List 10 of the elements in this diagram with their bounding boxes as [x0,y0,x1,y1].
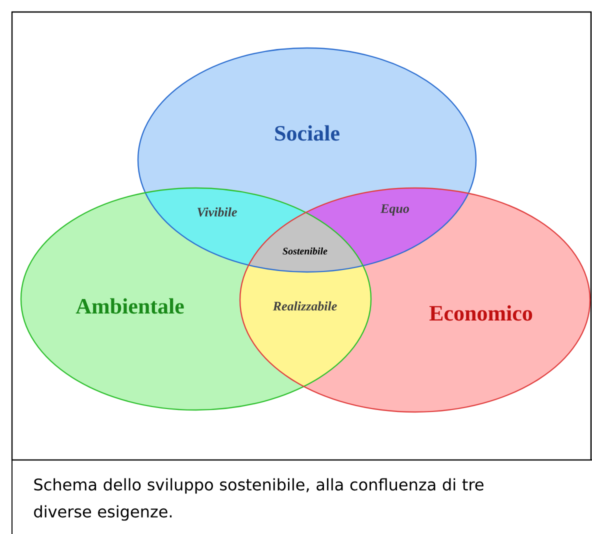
overlap-label: Realizzabile [272,301,337,311]
overlap-label: Vivibile [198,207,237,217]
overlap-label: Sostenibile [282,247,328,255]
ellipse-label: Sociale [275,125,340,141]
overlap-label: Equo [380,204,409,216]
venn-ellipse [20,187,372,411]
venn-ellipse [239,187,591,413]
ellipse-label: Ambientale [76,298,184,314]
ellipse-label: Economico [429,305,532,321]
caption: Schema dello sviluppo sostenibile, alla confluenza di tre diverse esigenze. [34,478,484,521]
